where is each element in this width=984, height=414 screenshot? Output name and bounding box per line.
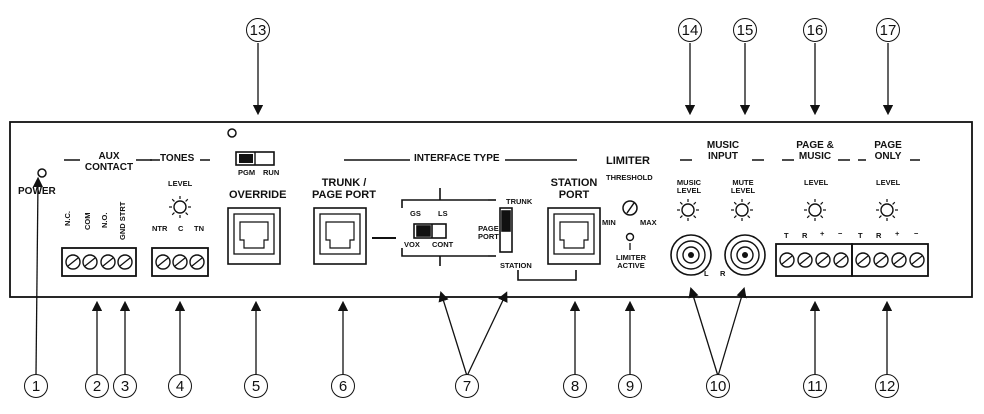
limiter-label: LIMITER	[606, 155, 650, 167]
page-port-small-label: PAGE PORT	[478, 224, 499, 241]
aux-term-nc: N.C.	[63, 211, 72, 226]
tones-terminal-block	[151, 247, 209, 277]
interface-type-label: INTERFACE TYPE	[414, 153, 500, 164]
ls-label: LS	[438, 209, 448, 218]
threshold-label: THRESHOLD	[606, 173, 653, 182]
po-term-r: R	[876, 231, 882, 240]
page-music-label: PAGE & MUSIC	[796, 140, 834, 162]
callout-17: 17	[876, 18, 900, 42]
po-term-minus: −	[914, 229, 919, 238]
tones-label: TONES	[160, 153, 195, 164]
po-term-plus: +	[895, 229, 900, 238]
page-only-level-label: LEVEL	[876, 178, 901, 187]
gs-label: GS	[410, 209, 421, 218]
override-jack	[227, 207, 281, 265]
limiter-active-led	[625, 232, 635, 242]
callout-15: 15	[733, 18, 757, 42]
callout-6: 6	[331, 374, 355, 398]
tones-term-ntr: NTR	[152, 224, 168, 233]
page-only-level-knob	[876, 199, 898, 221]
music-level-knob	[677, 199, 699, 221]
aux-contact-label: AUX CONTACT	[84, 151, 134, 173]
cont-label: CONT	[432, 240, 454, 249]
aux-term-com: COM	[83, 212, 92, 231]
tones-term-tn: TN	[194, 224, 204, 233]
limiter-threshold-knob	[622, 200, 638, 216]
mute-level-knob	[731, 199, 753, 221]
leader-lines	[32, 43, 894, 377]
callout-2: 2	[85, 374, 109, 398]
callout-3: 3	[113, 374, 137, 398]
tones-term-c: C	[178, 224, 184, 233]
override-led	[227, 128, 237, 138]
music-input-left-rca	[670, 234, 712, 276]
power-label: POWER	[18, 186, 56, 197]
callout-5: 5	[244, 374, 268, 398]
callout-13: 13	[246, 18, 270, 42]
pm-term-t: T	[784, 231, 789, 240]
power-led	[37, 168, 47, 178]
aux-term-gnd-strt: GND STRT	[118, 201, 127, 240]
page-music-level-knob	[804, 199, 826, 221]
callout-8: 8	[563, 374, 587, 398]
trunk-page-port-label: TRUNK / PAGE PORT	[312, 177, 376, 201]
run-label: RUN	[263, 168, 280, 177]
min-label: MIN	[602, 218, 616, 227]
music-input-label: MUSIC INPUT	[706, 140, 740, 162]
page-music-level-label: LEVEL	[804, 178, 829, 187]
page-music-terminal-block	[775, 243, 853, 277]
max-label: MAX	[640, 218, 657, 227]
callout-1: 1	[24, 374, 48, 398]
callout-4: 4	[168, 374, 192, 398]
chassis-outline	[9, 121, 973, 298]
pm-term-minus: −	[838, 229, 843, 238]
override-label: OVERRIDE	[229, 189, 287, 201]
trunk-page-port-jack	[313, 207, 367, 265]
mute-level-label: MUTE LEVEL	[730, 178, 756, 195]
rca-right-label: R	[720, 269, 726, 278]
interface-switch-group	[401, 188, 513, 266]
callout-14: 14	[678, 18, 702, 42]
callout-9: 9	[618, 374, 642, 398]
callout-11: 11	[803, 374, 827, 398]
trunk-label: TRUNK	[506, 197, 533, 206]
station-port-jack	[547, 207, 601, 265]
page-only-terminal-block	[851, 243, 929, 277]
aux-term-no: N.O.	[100, 212, 109, 228]
callout-7: 7	[455, 374, 479, 398]
vox-label: VOX	[404, 240, 420, 249]
rca-left-label: L	[704, 269, 709, 278]
pgm-label: PGM	[238, 168, 256, 177]
station-small-label: STATION	[500, 261, 532, 270]
po-term-t: T	[858, 231, 863, 240]
pm-term-r: R	[802, 231, 808, 240]
callout-16: 16	[803, 18, 827, 42]
music-input-right-rca	[724, 234, 766, 276]
music-level-label: MUSIC LEVEL	[676, 178, 702, 195]
pgm-run-switch	[235, 151, 275, 166]
aux-terminal-block	[61, 247, 137, 277]
callout-12: 12	[875, 374, 899, 398]
station-port-label: STATION PORT	[550, 177, 598, 201]
limiter-active-label: LIMITER ACTIVE	[616, 253, 646, 270]
pm-term-plus: +	[820, 229, 825, 238]
page-only-label: PAGE ONLY	[874, 140, 902, 162]
callout-10: 10	[706, 374, 730, 398]
tones-level-knob	[169, 196, 191, 218]
tones-level-label: LEVEL	[168, 179, 193, 188]
